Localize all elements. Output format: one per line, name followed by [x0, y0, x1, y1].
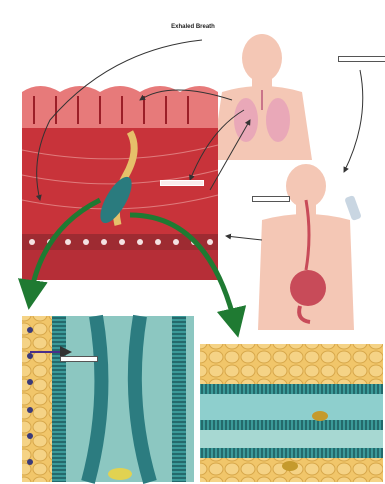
label-box-middle-right	[252, 196, 290, 202]
membrane-panel-left	[22, 316, 194, 482]
label-box-bottom-left	[60, 356, 98, 362]
label-box-top-right	[338, 56, 385, 62]
upper-body-figure	[212, 34, 312, 160]
membrane-panel-right	[200, 344, 383, 482]
exhaled-breath-label: Exhaled Breath	[158, 24, 228, 30]
lower-body-figure	[258, 164, 362, 330]
label-box-tissue	[160, 180, 204, 186]
